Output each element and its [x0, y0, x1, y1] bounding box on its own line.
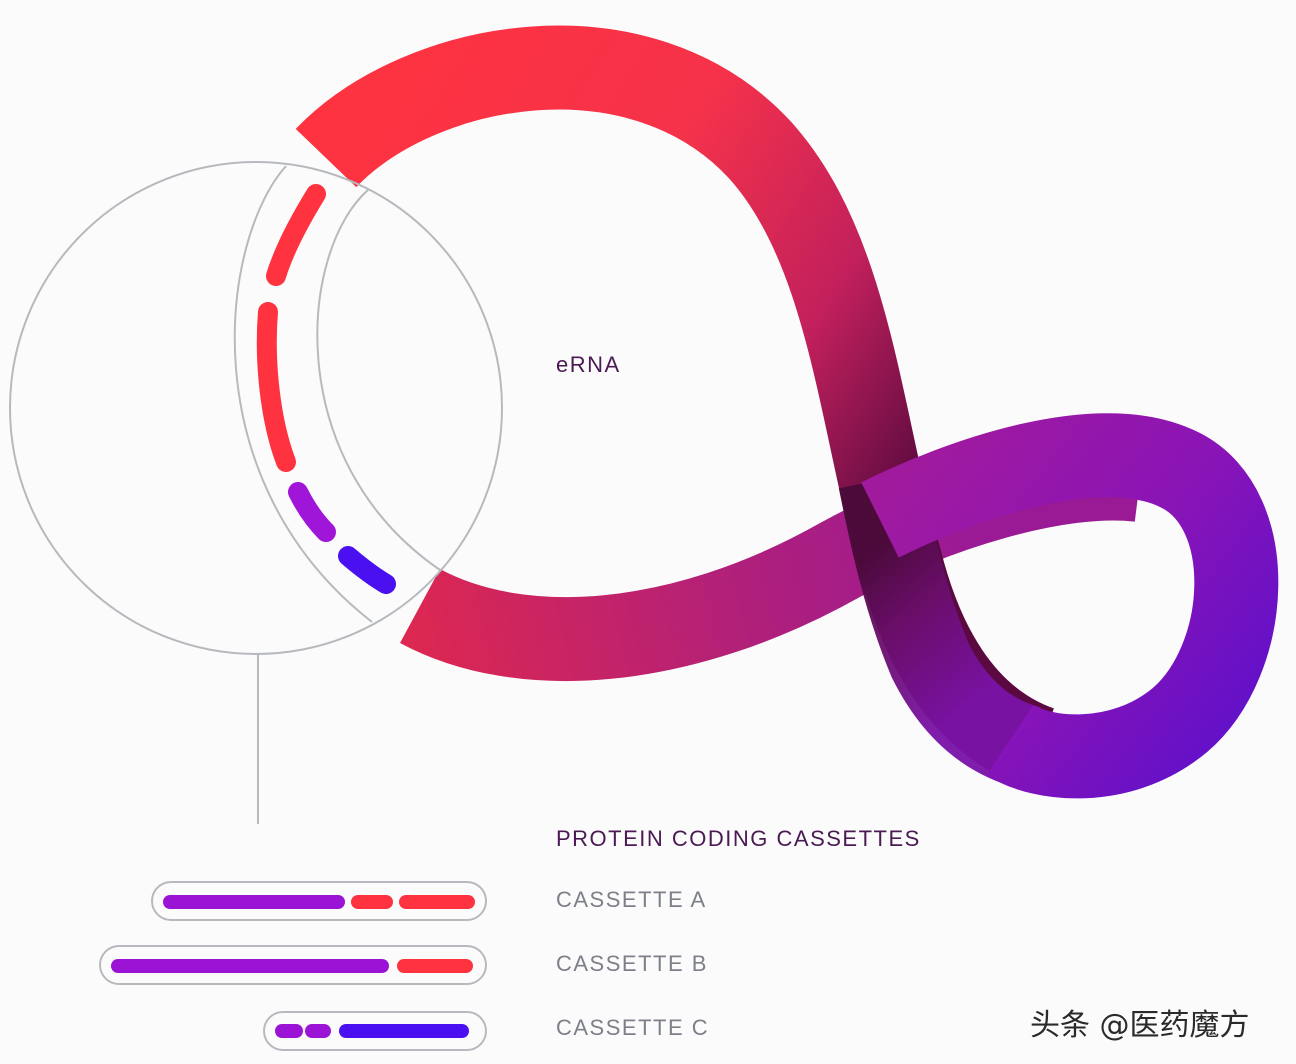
- cassette-a-outline: [151, 881, 487, 921]
- cassette-a-diagram: [151, 881, 487, 921]
- zoom-circle-outer: [9, 161, 503, 655]
- zoom-segment-red-2: [256, 302, 296, 472]
- zoom-segment-purple: [288, 482, 336, 542]
- cassette-b-label: CASSETTE B: [556, 951, 708, 976]
- watermark-text: 头条 @医药魔方: [1030, 1008, 1250, 1043]
- cassette-b-diagram: [99, 945, 487, 985]
- cassette-b-outline: [99, 945, 487, 985]
- cassette-a-label: CASSETTE A: [556, 887, 707, 912]
- cassette-c-outline: [263, 1011, 487, 1051]
- zoom-band-edge-inner: [316, 189, 441, 571]
- zoom-segment-blue: [338, 546, 396, 594]
- ribbon-right-loop: [861, 413, 1279, 799]
- zoom-segments: [256, 184, 396, 594]
- cassette-c-label: CASSETTE C: [556, 1015, 710, 1040]
- zoom-band-edge-outer: [233, 165, 373, 623]
- zoom-segment-red-1: [266, 184, 326, 286]
- cassettes-title: PROTEIN CODING CASSETTES: [556, 826, 921, 851]
- erna-label: eRNA: [556, 352, 621, 377]
- cassette-c-diagram: [263, 1011, 487, 1051]
